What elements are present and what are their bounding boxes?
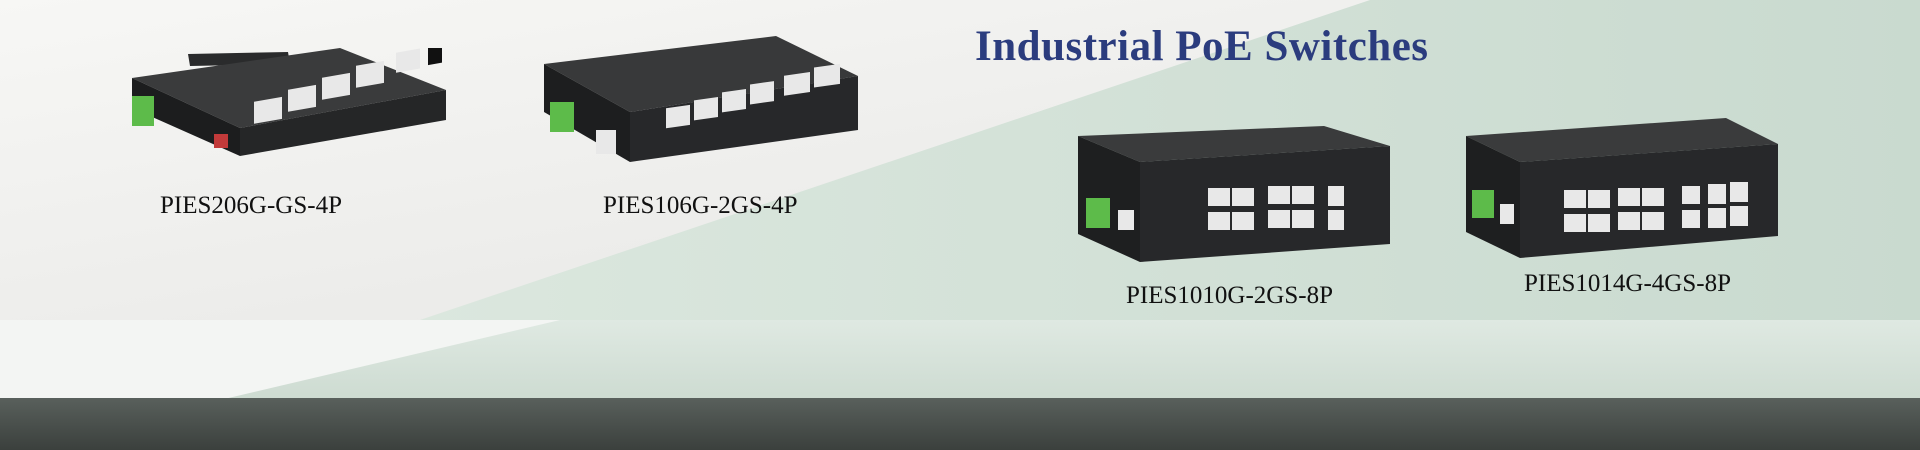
product-image-pies1010g <box>1074 126 1394 262</box>
product-label-4: PIES1014G-4GS-8P <box>1524 270 1731 297</box>
product-label-1: PIES206G-GS-4P <box>160 192 342 219</box>
product-label-2: PIES106G-2GS-4P <box>603 192 798 219</box>
product-label-3: PIES1010G-2GS-8P <box>1126 282 1333 309</box>
product-image-pies106g <box>540 34 860 164</box>
dip-switch-icon <box>214 134 228 148</box>
terminal-block-icon <box>132 96 154 126</box>
terminal-block-icon <box>1086 198 1110 228</box>
terminal-block-icon <box>1472 190 1494 218</box>
product-image-pies206g <box>128 48 448 158</box>
product-image-pies1014g <box>1462 118 1782 258</box>
terminal-block-icon <box>550 102 574 132</box>
banner-title: Industrial PoE Switches <box>975 23 1429 70</box>
